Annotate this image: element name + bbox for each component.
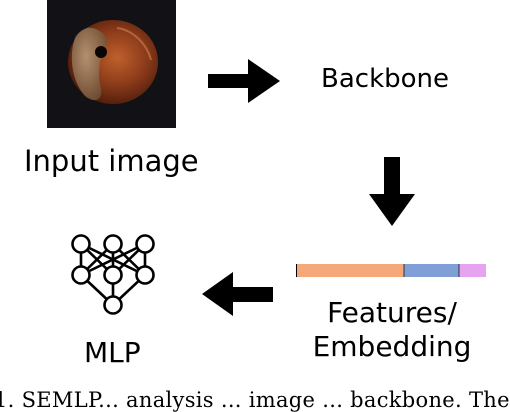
arrow-features-to-mlp [202,272,273,316]
features-label-line2: Embedding [312,330,472,363]
feature-embedding-bar [296,264,486,277]
features-label: Features/ Embedding [306,296,478,364]
input-image-label: Input image [24,144,199,178]
mlp-label: MLP [84,336,141,369]
hazelnut-photo [47,0,176,128]
feature-segment-3 [459,264,486,277]
input-image [47,0,176,128]
arrow-image-to-backbone [208,59,280,103]
feature-segment-2 [404,264,459,277]
arrow-backbone-to-features [369,157,415,226]
feature-segment-1 [296,264,404,277]
features-label-line1: Features/ [327,296,457,329]
diagram-graphics [71,59,486,316]
neural-network-icon [71,234,155,315]
backbone-label: Backbone [321,64,450,94]
figure-caption: 1. SEMLP... analysis ... image ... backb… [0,388,510,412]
